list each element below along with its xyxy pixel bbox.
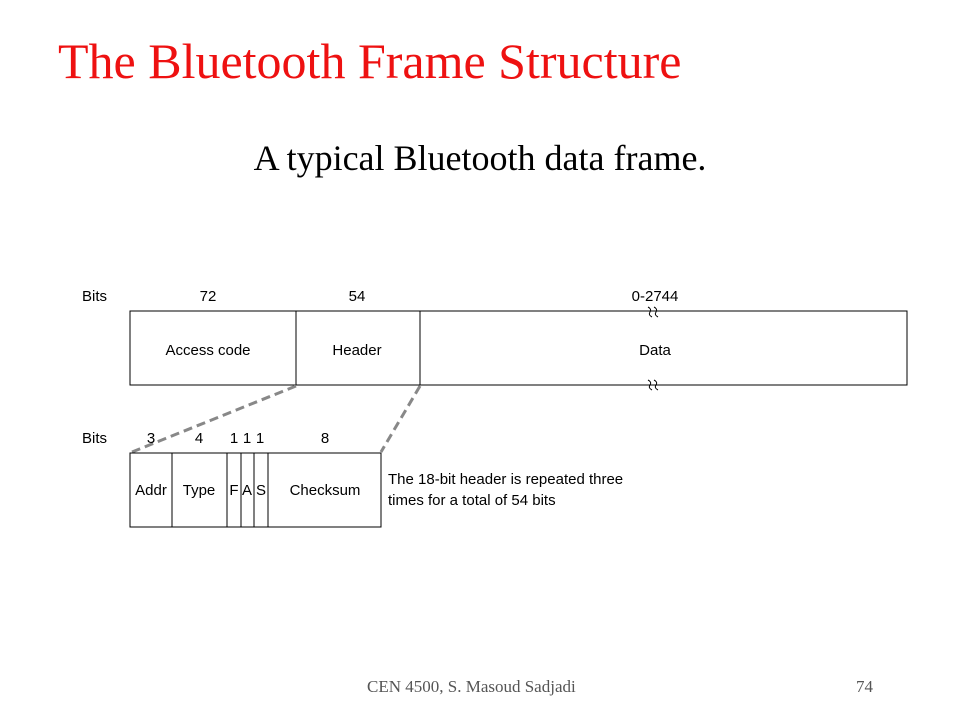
slide-subtitle: A typical Bluetooth data frame. <box>253 138 707 178</box>
footer-course: CEN 4500, S. Masoud Sadjadi <box>367 677 576 696</box>
f-bits: 1 <box>230 430 238 447</box>
header-field: Header <box>332 342 381 359</box>
a-field: A <box>242 482 252 499</box>
checksum-field: Checksum <box>290 482 361 499</box>
access-code-field: Access code <box>165 342 250 359</box>
header-note-line-1: The 18-bit header is repeated three <box>388 471 623 488</box>
data-break-mark-top <box>647 306 659 318</box>
f-field: F <box>229 482 238 499</box>
footer-page-number: 74 <box>856 677 873 696</box>
header-detail-box <box>129 452 382 528</box>
top-frame-box <box>129 310 908 386</box>
header-note-line-2: times for a total of 54 bits <box>388 492 556 509</box>
addr-bits: 3 <box>147 430 155 447</box>
data-field: Data <box>639 342 671 359</box>
data-break-mark-bottom <box>647 379 659 391</box>
type-bits: 4 <box>195 430 203 447</box>
slide-title: The Bluetooth Frame Structure <box>58 33 682 89</box>
expansion-line-left <box>131 384 297 454</box>
s-field: S <box>256 482 266 499</box>
a-bits: 1 <box>243 430 251 447</box>
checksum-bits: 8 <box>321 430 329 447</box>
top-bits-label: Bits <box>82 288 107 305</box>
s-bits: 1 <box>256 430 264 447</box>
data-bits: 0-2744 <box>632 288 679 305</box>
access-code-bits: 72 <box>200 288 217 305</box>
bottom-bits-label: Bits <box>82 430 107 447</box>
expansion-line-right <box>379 385 422 453</box>
addr-field: Addr <box>135 482 167 499</box>
type-field: Type <box>183 482 216 499</box>
header-bits: 54 <box>349 288 366 305</box>
